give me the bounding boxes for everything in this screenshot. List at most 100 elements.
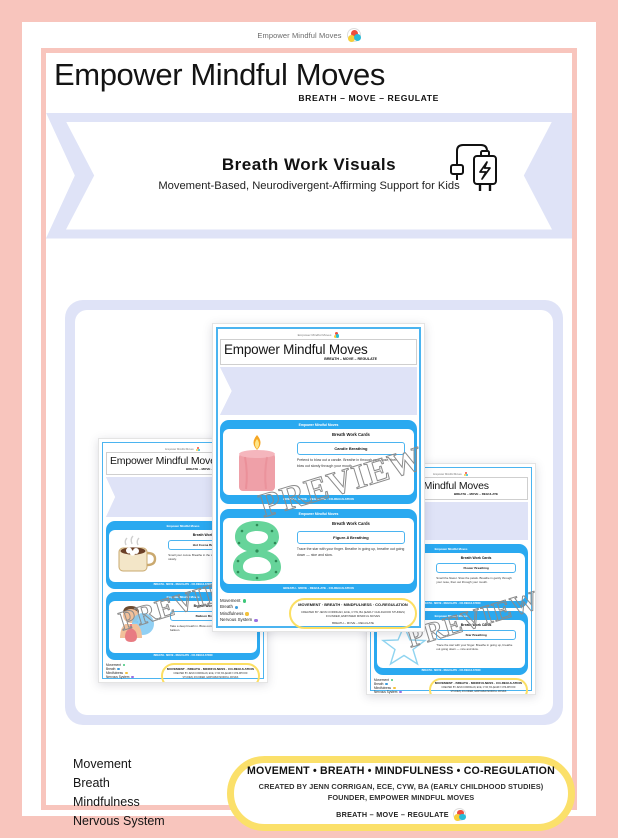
yellow-line-2: CREATED BY JENN CORRIGAN, ECE, CYW, BA (…	[301, 609, 405, 618]
three-circles-logo-icon	[463, 471, 469, 477]
doc-brand-center: Empower Mindful Moves	[297, 333, 332, 337]
card-footer: BREATH · MOVE · REGULATE · CO-REGULATION	[153, 654, 213, 657]
footer-legend-item: Breath	[73, 775, 110, 790]
footer-legend-item: Mindfulness	[73, 795, 140, 809]
yellow-line-2: CREATED BY JENN CORRIGAN, ECE, CYW, BA (…	[173, 673, 248, 679]
doc-legend: Movement Breath Mindfulness Nervous Syst…	[220, 598, 285, 624]
legend-dot	[117, 667, 120, 671]
three-circles-logo-icon	[452, 808, 466, 822]
doc-tagline: BREATH – MOVE – REGULATE	[453, 492, 498, 496]
card-heading: Breath Work Cards	[460, 555, 492, 560]
card-heading: Breath Work Cards	[460, 622, 492, 627]
legend-dot	[234, 605, 239, 610]
green-figure-eight-icon	[226, 521, 289, 581]
doc-legend-row: Movement Breath Mindfulness Nervous Syst…	[220, 598, 417, 629]
page-canvas: Empower Mindful Moves Empower Mindful Mo…	[22, 22, 596, 831]
page-footer: Movement Breath Mindfulness Nervous Syst…	[65, 753, 575, 833]
legend-label: Breath	[220, 604, 233, 610]
legend-label: Mindfulness	[220, 610, 244, 616]
hot-cocoa-mug-icon	[112, 533, 160, 579]
toolkit-subtitle-2: Breath Work Cards	[246, 397, 282, 403]
card-footer: BREATH · MOVE · REGULATE · CO-REGULATION	[421, 669, 481, 672]
footer-legend-item: Movement	[73, 756, 132, 771]
doc-legend-row: Movement Breath Mindfulness Nervous Syst…	[374, 678, 528, 694]
three-circles-logo-icon	[333, 332, 340, 338]
legend-label: Mindfulness	[106, 671, 124, 675]
legend-label: Breath	[374, 682, 384, 686]
three-circles-logo-icon	[346, 28, 361, 42]
card-name-pill[interactable]: Figure-8 Breathing	[296, 531, 405, 544]
card-description: Smell your cocoa. Breathe in the warm sm…	[168, 552, 245, 562]
doc-brand-right: Empower Mindful Moves	[433, 472, 462, 476]
banner-inner: Breath Work Visuals Movement-Based, Neur…	[66, 121, 552, 230]
footer-credit: CREATED BY JENN CORRIGAN, ECE, CYW, BA (…	[259, 782, 544, 803]
footer-line-1: MOVEMENT • BREATH • MINDFULNESS • CO-REG…	[247, 764, 555, 777]
legend-label: Movement	[106, 663, 121, 667]
yellow-line-1: MOVEMENT · BREATH · MINDFULNESS · CO-REG…	[166, 667, 254, 672]
legend-dot	[122, 663, 126, 667]
card-name-pill[interactable]: Flower Breathing	[436, 562, 516, 573]
yellow-line-2: CREATED BY JENN CORRIGAN, ECE, CYW, BA (…	[441, 687, 516, 693]
card-brand-label: Empower Mindful Moves	[166, 595, 200, 599]
child-blowing-balloon-icon	[112, 604, 162, 650]
card-heading: Breath Work Cards	[193, 603, 225, 608]
yellow-line-3: BREATH – MOVE – REGULATE	[193, 682, 228, 683]
card-brand-label: Empower Mindful Moves	[434, 614, 468, 618]
legend-dot	[393, 686, 396, 690]
legend-label: Movement	[374, 678, 389, 682]
footer-credit-b: FOUNDER, EMPOWER MINDFUL MOVES	[327, 792, 475, 802]
toolkit-subtitle: Movement-Based, Neurodivergent-Affirming…	[263, 389, 374, 395]
doc-tagline: BREATH – MOVE – REGULATE	[324, 357, 377, 361]
breath-card[interactable]: Empower Mindful Moves	[220, 509, 417, 593]
toolkit-title: Self-Regulation Toolkit	[423, 511, 479, 518]
card-footer: BREATH · MOVE · REGULATE · CO-REGULATION	[421, 602, 481, 605]
legend-dot	[245, 612, 249, 616]
legend-label: Nervous System	[220, 617, 253, 623]
legend-dot	[254, 618, 258, 622]
banner-subtitle: Movement-Based, Neurodivergent-Affirming…	[158, 180, 460, 193]
legend-dot	[131, 675, 134, 679]
three-circles-logo-icon	[195, 446, 201, 452]
card-footer: BREATH · MOVE · REGULATE · CO-REGULATION	[283, 497, 354, 501]
page-title: Empower Mindful Moves	[54, 57, 385, 92]
doc-brand-left: Empower Mindful Moves	[165, 447, 194, 451]
yellow-line-1: MOVEMENT · BREATH · MINDFULNESS · CO-REG…	[434, 681, 522, 686]
legend-label: Nervous System	[374, 690, 398, 694]
legend-dot	[399, 690, 402, 694]
brand-name: Empower Mindful Moves	[257, 30, 342, 40]
card-brand-label: Empower Mindful Moves	[298, 423, 339, 427]
card-footer: BREATH · MOVE · REGULATE · CO-REGULATION	[283, 586, 354, 590]
card-description: Smell the flower. Slow the petals. Breat…	[436, 575, 512, 585]
yellow-line-1: MOVEMENT · BREATH · MINDFULNESS · CO-REG…	[298, 601, 408, 607]
doc-ribbon-center: Self-Regulation Toolkit Movement-Based, …	[220, 367, 417, 415]
top-brand-bar: Empower Mindful Moves	[22, 22, 596, 48]
doc-yellow-banner: MOVEMENT · BREATH · MINDFULNESS · CO-REG…	[289, 598, 417, 629]
doc-title: Empower Mindful Moves	[224, 342, 368, 357]
card-heading: Breath Work Cards	[332, 432, 370, 437]
page-tagline: BREATH – MOVE – REGULATE	[298, 92, 439, 103]
card-description: Take a deep breath in. Blow out slowly l…	[170, 623, 247, 633]
doc-legend: Movement Breath Mindfulness Nervous Syst…	[106, 663, 157, 679]
document-preview-center[interactable]: Empower Mindful Moves Empower Mindful Mo…	[212, 323, 425, 632]
footer-yellow-banner: MOVEMENT • BREATH • MINDFULNESS • CO-REG…	[227, 755, 575, 831]
outline-star-icon	[380, 623, 428, 666]
footer-tagline: BREATH – MOVE – REGULATE	[336, 810, 449, 820]
footer-credit-a: CREATED BY JENN CORRIGAN, ECE, CYW, BA (…	[258, 781, 544, 791]
legend-dot	[125, 671, 128, 675]
doc-legend: Movement Breath Mindfulness Nervous Syst…	[374, 678, 425, 694]
card-name-pill[interactable]: Star Breathing	[436, 629, 516, 640]
legend-dot	[390, 678, 394, 682]
doc-tagline: BREATH – MOVE – REGULATE	[185, 467, 230, 471]
card-brand-label: Empower Mindful Moves	[434, 547, 468, 551]
page-header: Empower Mindful Moves BREATH – MOVE – RE…	[46, 53, 572, 107]
card-brand-label: Empower Mindful Moves	[166, 524, 200, 528]
doc-legend-row: Movement Breath Mindfulness Nervous Syst…	[106, 663, 260, 683]
toolkit-subtitle-2: Breath Work Cards	[127, 502, 156, 507]
card-name-pill[interactable]: Candle Breathing	[296, 442, 405, 455]
card-brand-label: Empower Mindful Moves	[298, 512, 339, 516]
footer-legend-item: Nervous System	[73, 814, 165, 829]
breath-card[interactable]: Empower Mindful Moves	[220, 420, 417, 504]
card-description: Trace the star with your finger. Breathe…	[296, 547, 405, 557]
plug-charger-icon	[375, 375, 395, 398]
footer-legend: Movement Breath Mindfulness Nervous Syst…	[65, 755, 215, 832]
